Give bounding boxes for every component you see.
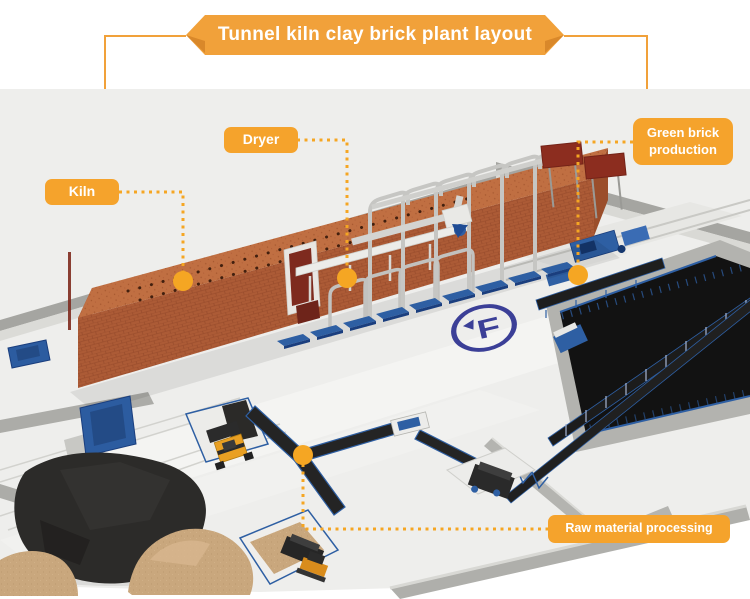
sand-pile-corner xyxy=(0,551,78,596)
raw-material-conveyors xyxy=(245,299,750,516)
green-brick-label-text: Green brick production xyxy=(646,125,720,157)
raw-material-dot xyxy=(293,445,313,465)
kiln-chimney xyxy=(68,252,71,330)
screen-feeder-machine xyxy=(390,411,430,437)
green-brick-machinery xyxy=(499,199,750,318)
callout-label-raw-material-processing: Raw material processing xyxy=(548,515,730,543)
callout-label-dryer: Dryer xyxy=(224,127,298,153)
mini-loader xyxy=(296,550,329,583)
red-banner-flags xyxy=(540,141,627,219)
clay-storage-pit xyxy=(545,240,750,452)
dryer-entrance xyxy=(283,240,321,324)
dryer-roof-ducts xyxy=(295,146,575,337)
bracket-lines xyxy=(104,35,648,89)
callout-dots xyxy=(173,265,588,465)
title-ribbon-banner xyxy=(104,15,648,89)
raw-material-label-text: Raw material processing xyxy=(565,521,713,536)
callout-label-green-brick-production: Green brick production xyxy=(633,118,733,165)
dryer-dot xyxy=(337,268,357,288)
crusher-machine xyxy=(467,461,515,499)
pit-conveyor xyxy=(547,297,750,447)
green-brick-dot xyxy=(568,265,588,285)
page-title: Tunnel kiln clay brick plant layout xyxy=(217,24,533,45)
callout-leaders xyxy=(119,138,633,531)
wheel-loader xyxy=(206,420,254,471)
kiln-dot xyxy=(173,271,193,291)
kiln-label-text: Kiln xyxy=(68,183,96,200)
sand-pile xyxy=(128,528,254,595)
callout-label-kiln: Kiln xyxy=(45,179,119,205)
kiln-transfer-car xyxy=(7,339,51,369)
dryer-label-text: Dryer xyxy=(242,131,280,148)
